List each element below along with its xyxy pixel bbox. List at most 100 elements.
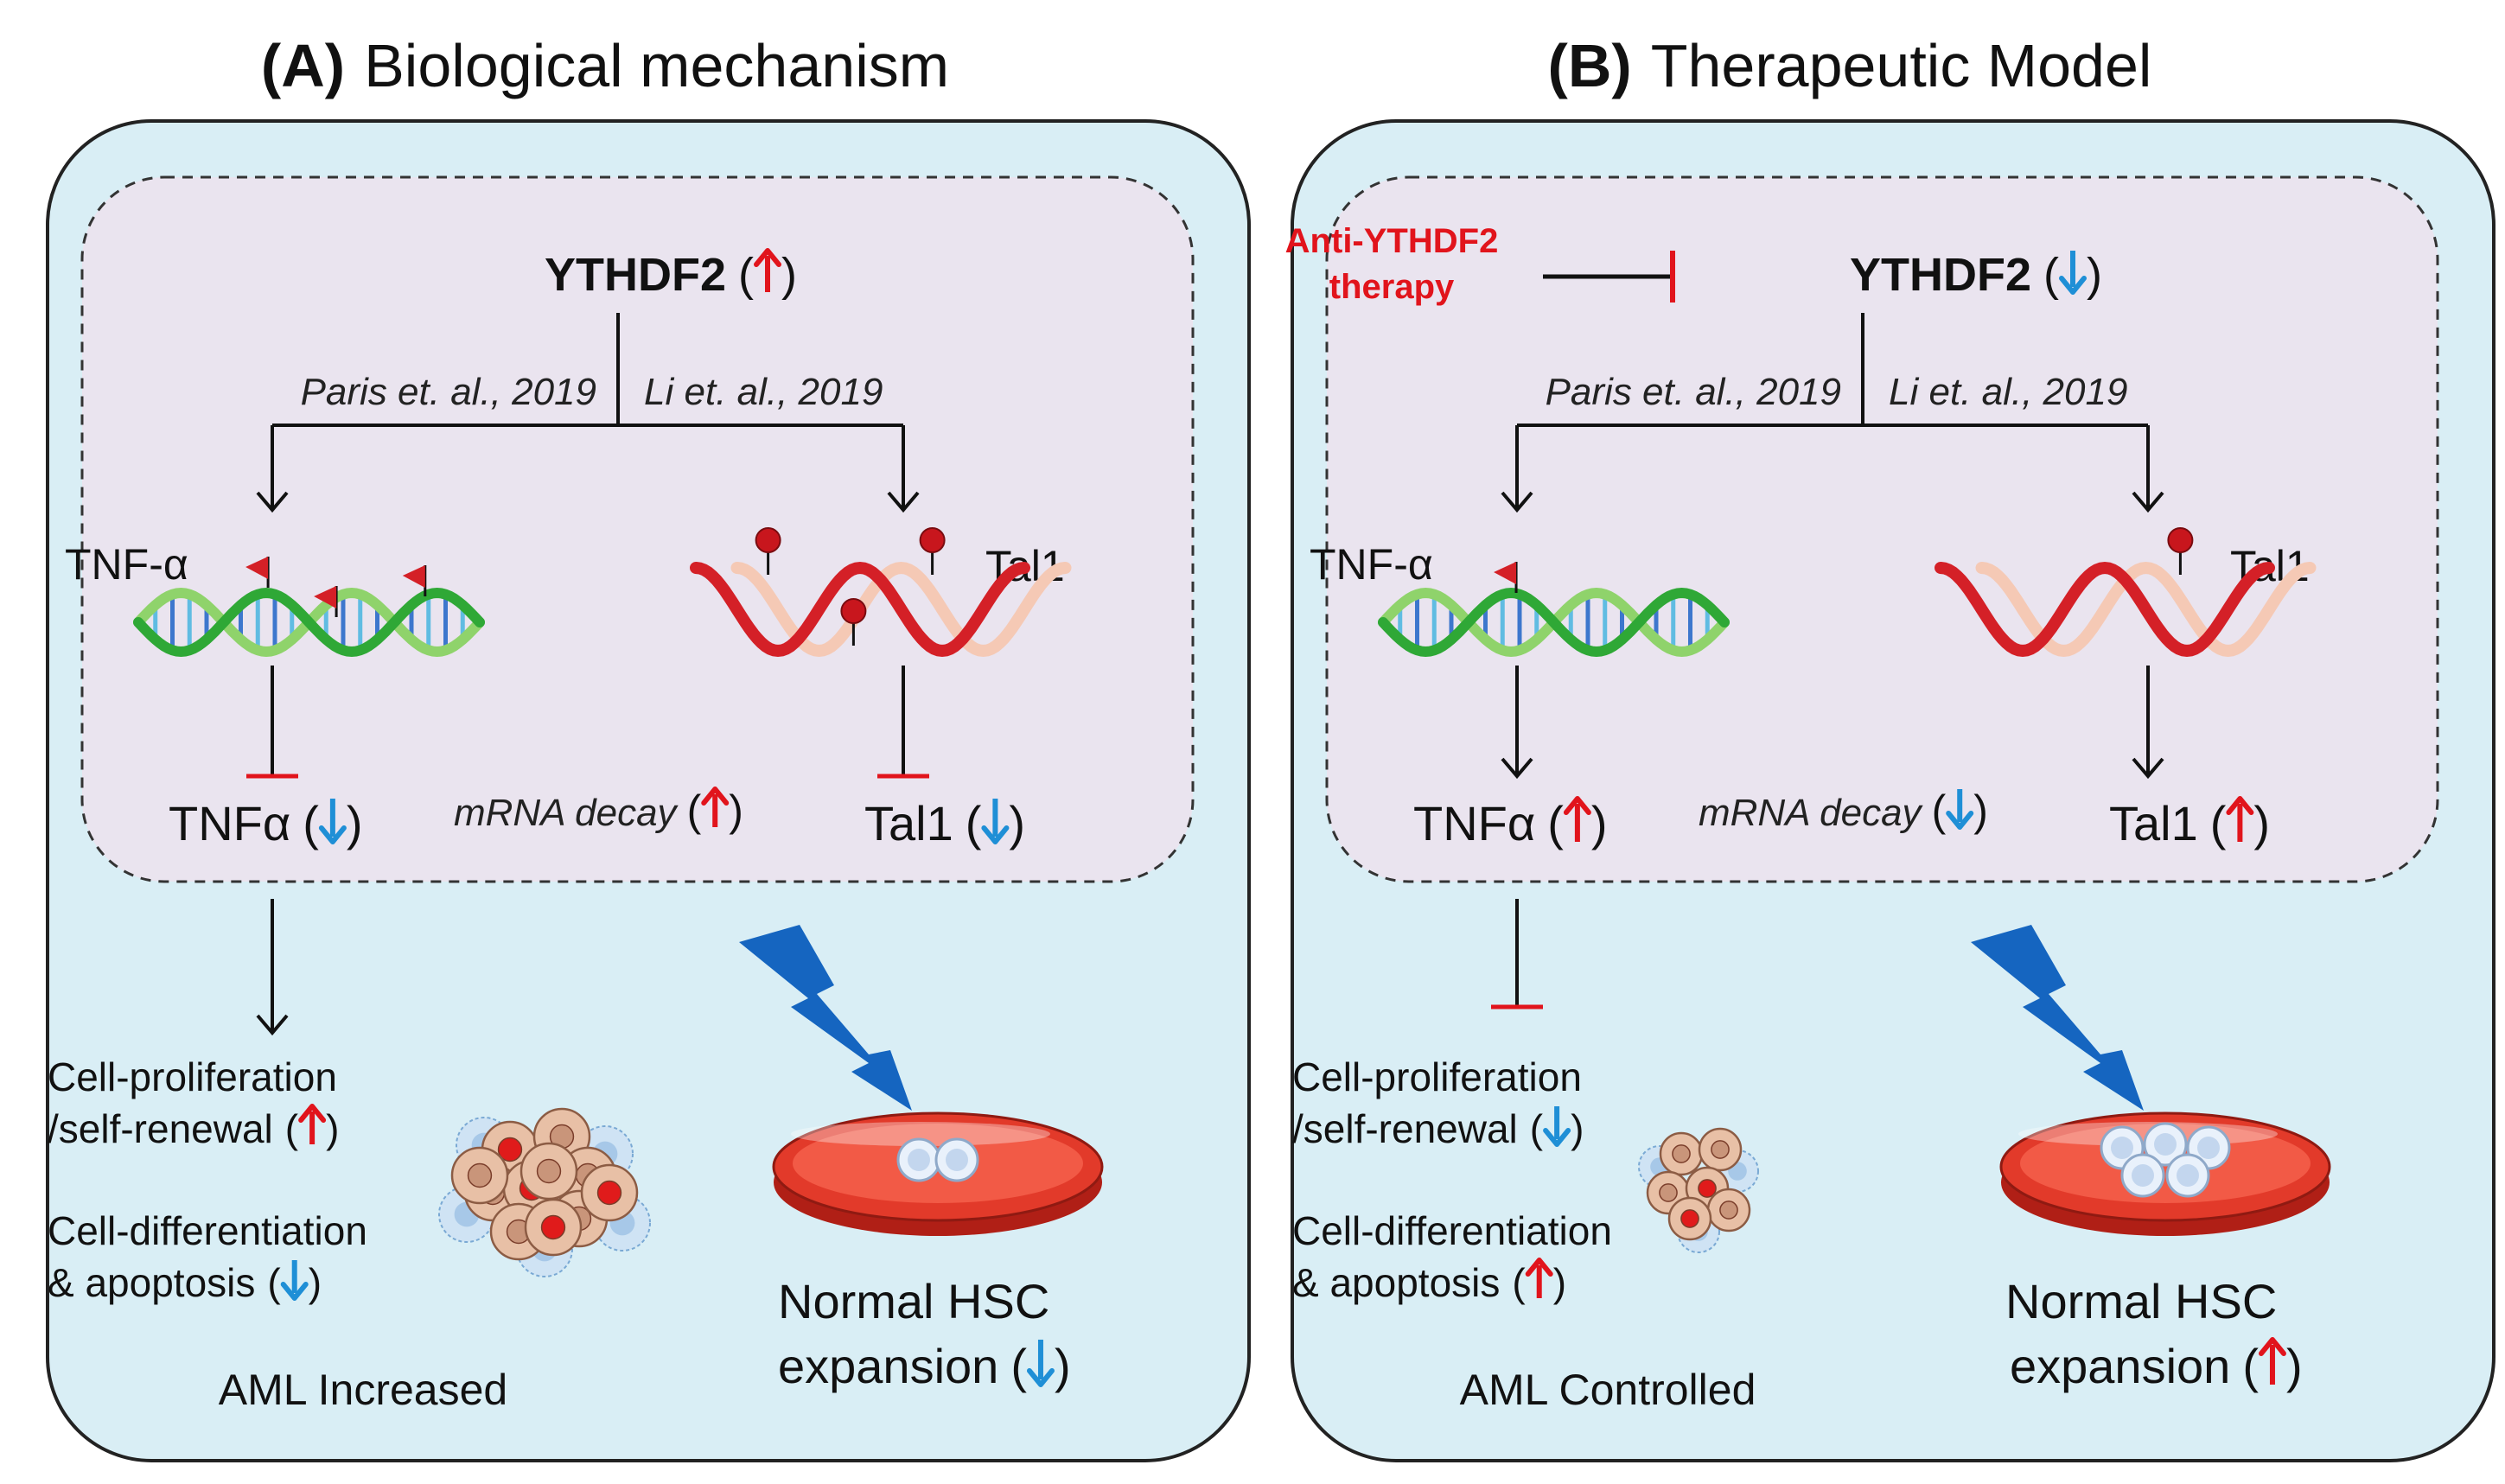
- panel-title: (B)Therapeutic Model: [1548, 32, 2152, 99]
- arrow-head: [701, 787, 730, 806]
- aml-outcome-label: AML Controlled: [1460, 1366, 1756, 1414]
- flag-head: [1494, 562, 1517, 584]
- paren-open: (: [1530, 1106, 1544, 1151]
- cell-nucleus: [1680, 1209, 1699, 1228]
- cell-nucleus: [540, 1214, 566, 1240]
- paren-close: ): [1553, 1260, 1566, 1305]
- paren-close: ): [1591, 796, 1608, 850]
- paren-close: ): [1055, 1339, 1071, 1393]
- aml-cell-cluster-icon: [1638, 1127, 1759, 1253]
- cell-icon: [1698, 1127, 1743, 1172]
- outcome-inhibit: [1491, 899, 1543, 1010]
- bolt: [1971, 925, 2144, 1111]
- regulator-label-text: YTHDF2: [1850, 249, 2031, 301]
- mrna-decay-text: mRNA decay: [1699, 792, 1924, 834]
- arrow-head: [2226, 796, 2254, 815]
- differentiation-line-2-text: & apoptosis: [48, 1260, 255, 1305]
- arrow-head: [2059, 276, 2087, 295]
- paren-close: ): [729, 787, 743, 835]
- tal1-mrna-icon: [1935, 527, 2317, 658]
- cell-nucleus: [596, 1180, 622, 1206]
- mrna-decay: mRNA decay(): [454, 787, 743, 835]
- m6a-pin-icon: [2167, 527, 2194, 575]
- petri-dish-icon: [772, 1111, 1104, 1236]
- arrow-head: [280, 1282, 309, 1301]
- hsc-line-1: Normal HSC: [778, 1274, 1049, 1328]
- paren-close: ): [1973, 787, 1988, 835]
- hsc-cell-icon: [896, 1137, 941, 1182]
- protein-tnf: TNFα(): [169, 796, 363, 850]
- aml-outcome-label: AML Increased: [219, 1366, 507, 1414]
- cell-core: [2197, 1137, 2220, 1159]
- outcome-arrow: [256, 899, 289, 1036]
- tnf-mrna-helix-icon: [1378, 562, 1730, 658]
- rna-strand: [1935, 561, 2275, 658]
- bolt: [739, 925, 912, 1111]
- regulation-tree: [1501, 313, 2164, 513]
- flag-head: [402, 565, 425, 588]
- paren-open: (: [2242, 1339, 2259, 1393]
- paren-close: ): [309, 1260, 322, 1305]
- arrow-head: [2132, 757, 2164, 780]
- protein-tal1-text: Tal1: [2109, 796, 2198, 850]
- cell-nucleus: [1711, 1140, 1730, 1159]
- reference-left: Paris et. al., 2019: [301, 371, 596, 413]
- tnf-mrna-helix-icon: [133, 557, 485, 658]
- up-arrow-icon: [701, 787, 730, 827]
- mechanism-box: [1325, 175, 2439, 883]
- aml-cell-cluster-icon: [438, 1107, 651, 1277]
- proliferation-line-2: /self-renewal(): [48, 1104, 339, 1151]
- lightning-icon: [1971, 925, 2144, 1111]
- cell-core: [908, 1149, 930, 1171]
- helix-strand: [1378, 587, 1730, 658]
- paren-close: ): [2087, 249, 2102, 301]
- protein-tnf-text: TNFα: [1413, 796, 1535, 850]
- down-arrow-icon: [280, 1260, 309, 1301]
- proliferation-line-1: Cell-proliferation: [1292, 1054, 1582, 1099]
- hsc-line-2-text: expansion: [2010, 1339, 2230, 1393]
- reference-right: Li et. al., 2019: [1889, 371, 2127, 413]
- hsc-line-2-text: expansion: [778, 1339, 998, 1393]
- paren-open: (: [1932, 787, 1947, 835]
- cell-icon: [519, 1142, 578, 1201]
- arrow-to-tnf: [1501, 425, 1533, 513]
- m6a-flag-icon: [1494, 562, 1518, 593]
- hsc-line-1: Normal HSC: [2005, 1274, 2277, 1328]
- differentiation-line-2: & apoptosis (): [1292, 1258, 1566, 1305]
- arrow-to-tnf: [256, 425, 289, 513]
- panel-letter: (A): [261, 32, 345, 99]
- paren-open: (: [2210, 796, 2227, 850]
- down-arrow-icon: [318, 799, 347, 844]
- arrow-to-tal1: [2132, 425, 2164, 513]
- proliferation-line-2-text: /self-renewal: [48, 1106, 273, 1151]
- paren-close: ): [781, 249, 797, 301]
- up-arrow-icon: [298, 1104, 327, 1144]
- cell-icon: [1706, 1188, 1751, 1232]
- paren-open: (: [1512, 1260, 1526, 1305]
- therapy-line-1: Anti-YTHDF2: [1285, 222, 1499, 260]
- paren-open: (: [738, 249, 754, 301]
- up-arrow-icon: [1563, 796, 1591, 842]
- proliferation-line-2: /self-renewal(): [1292, 1106, 1584, 1151]
- flag-head: [314, 586, 337, 608]
- pin-head: [755, 527, 781, 553]
- protein-tnf: TNFα(): [1413, 796, 1608, 850]
- reference-left: Paris et. al., 2019: [1546, 371, 1841, 413]
- arrow-to-tal1: [887, 425, 920, 513]
- cell-icon: [580, 1163, 639, 1222]
- hsc-cell-icon: [934, 1137, 979, 1182]
- arrow-head: [2132, 491, 2164, 513]
- panel-letter: (B): [1548, 32, 1632, 99]
- flag-head: [245, 557, 269, 579]
- paren-close: ): [2286, 1339, 2303, 1393]
- paren-open: (: [1010, 1339, 1027, 1393]
- therapy-line-2: therapy: [1329, 268, 1455, 306]
- up-arrow-icon: [1525, 1258, 1553, 1298]
- helix-strand: [133, 587, 485, 658]
- cell-nucleus: [536, 1158, 562, 1184]
- arrow-head: [1525, 1258, 1553, 1277]
- paren-open: (: [303, 796, 319, 850]
- differentiation-line-2-text: & apoptosis: [1292, 1260, 1500, 1305]
- arrow-head: [981, 825, 1010, 844]
- panel-title-text: Biological mechanism: [364, 32, 949, 99]
